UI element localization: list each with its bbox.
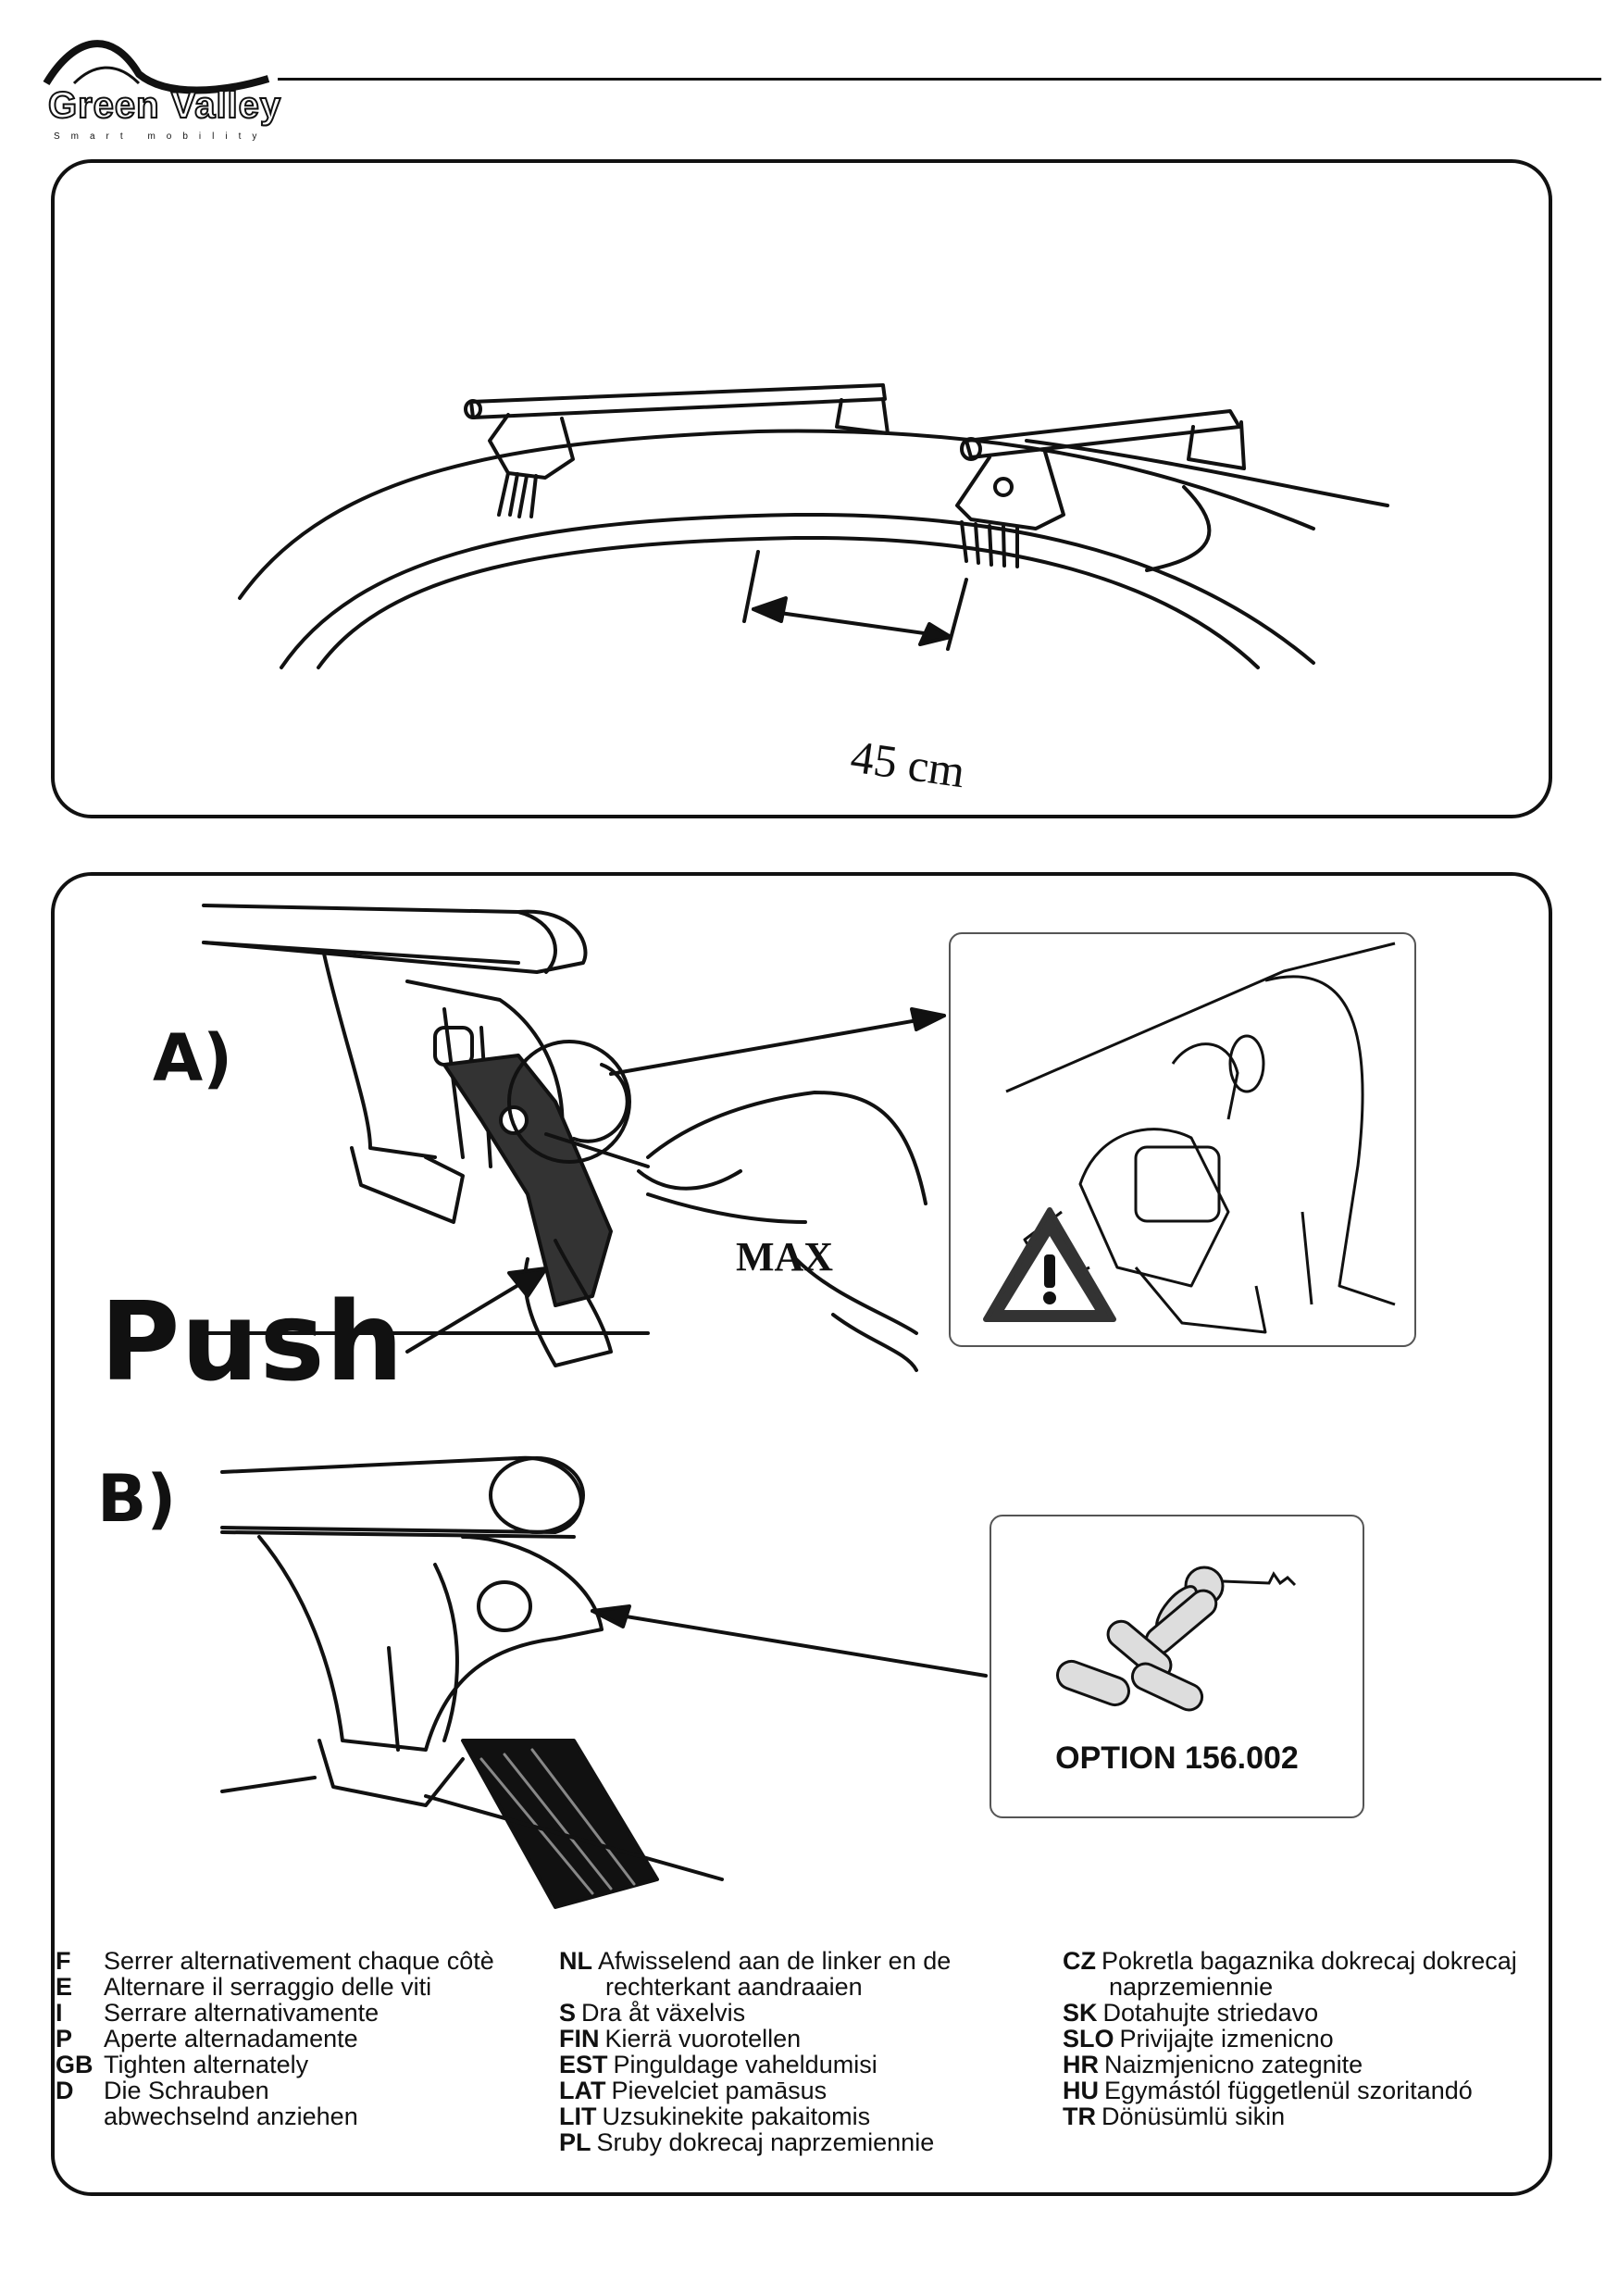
logo-swoosh-icon	[43, 40, 270, 94]
instruction-row: rechterkant aandraaien	[559, 1974, 951, 2000]
max-label: MAX	[736, 1234, 834, 1279]
instruction-text: abwechselnd anziehen	[104, 2103, 358, 2130]
lock-cylinders-icon	[1056, 1566, 1297, 1712]
language-code: PL	[559, 2128, 591, 2156]
instruction-row: naprzemiennie	[1063, 1974, 1517, 2000]
instruction-text: Pokretla bagaznika dokrecaj dokrecaj	[1101, 1947, 1517, 1975]
push-label: Push	[100, 1278, 404, 1405]
instruction-row: D Die Schrauben	[56, 2078, 494, 2103]
warning-inset	[949, 932, 1416, 1347]
language-code: NL	[559, 1947, 592, 1975]
language-code: SLO	[1063, 2025, 1114, 2053]
instruction-text: Dra åt växelvis	[581, 1999, 746, 2027]
option-label: OPTION 156.002	[1055, 1741, 1299, 1776]
language-code: P	[56, 2025, 73, 2053]
brand-logo: Green Valley Smart mobility	[37, 28, 287, 142]
instruction-text: Dönüsümlü sikin	[1101, 2103, 1286, 2130]
instruction-text: Afwisselend aan de linker en de	[598, 1947, 952, 1975]
brand-name: Green Valley	[47, 84, 282, 127]
spacing-panel: 45 cm	[51, 159, 1552, 818]
language-code: HR	[1063, 2051, 1099, 2078]
instruction-text: Kierrä vuorotellen	[604, 2025, 802, 2053]
instruction-text: Dotahujte striedavo	[1102, 1999, 1319, 2027]
instruction-text: rechterkant aandraaien	[605, 1973, 863, 2001]
language-code: HU	[1063, 2077, 1099, 2104]
instruction-text: Aperte alternadamente	[104, 2025, 358, 2053]
language-code: I	[56, 1999, 63, 2027]
instruction-row: GB Tighten alternately	[56, 2052, 494, 2078]
instruction-row: F Serrer alternativement chaque côtè	[56, 1948, 494, 1974]
instruction-text: Pievelciet pamāsus	[611, 2077, 828, 2104]
instruction-text: Privijajte izmenicno	[1119, 2025, 1334, 2053]
language-code: GB	[56, 2051, 93, 2078]
language-code: S	[559, 1999, 577, 2027]
instruction-row: E Alternare il serraggio delle viti	[56, 1974, 494, 2000]
lock-option-inset: OPTION 156.002	[989, 1515, 1364, 1818]
instruction-text: Alternare il serraggio delle viti	[104, 1973, 432, 2001]
language-code: D	[56, 2077, 74, 2104]
instruction-text: Sruby dokrecaj naprzemiennie	[596, 2128, 935, 2156]
language-code: LAT	[559, 2077, 606, 2104]
language-code: EST	[559, 2051, 608, 2078]
language-code: FIN	[559, 2025, 600, 2053]
language-code: CZ	[1063, 1947, 1096, 1975]
language-code: SK	[1063, 1999, 1098, 2027]
warning-triangle-icon	[983, 1207, 1116, 1322]
instruction-text: Pinguldage vaheldumisi	[613, 2051, 877, 2078]
mounting-panel	[51, 872, 1552, 2196]
instruction-row: abwechselnd anziehen	[56, 2103, 494, 2129]
instruction-text: Die Schrauben	[104, 2077, 269, 2104]
instruction-text: Uzsukinekite pakaitomis	[602, 2103, 871, 2130]
instruction-text: Naizmjenicno zategnite	[1104, 2051, 1363, 2078]
instruction-text: naprzemiennie	[1109, 1973, 1274, 2001]
instruction-text: Tighten alternately	[104, 2051, 309, 2078]
language-code: F	[56, 1947, 71, 1975]
brand-tagline: Smart mobility	[54, 131, 268, 142]
step-a-label: A)	[153, 1020, 233, 1096]
instruction-row: P Aperte alternadamente	[56, 2026, 494, 2052]
language-code: TR	[1063, 2103, 1096, 2130]
instruction-row: I Serrare alternativamente	[56, 2000, 494, 2026]
instruction-text: Serrare alternativamente	[104, 1999, 380, 2027]
roof-bars-illustration	[238, 383, 1389, 669]
instruction-text: Egymástól függetlenül szoritandó	[1104, 2077, 1473, 2104]
header-rule	[278, 78, 1601, 81]
instruction-text: Serrer alternativement chaque côtè	[104, 1947, 494, 1975]
step-b-label: B)	[97, 1461, 177, 1537]
language-code: LIT	[559, 2103, 597, 2130]
language-code: E	[56, 1973, 73, 2001]
